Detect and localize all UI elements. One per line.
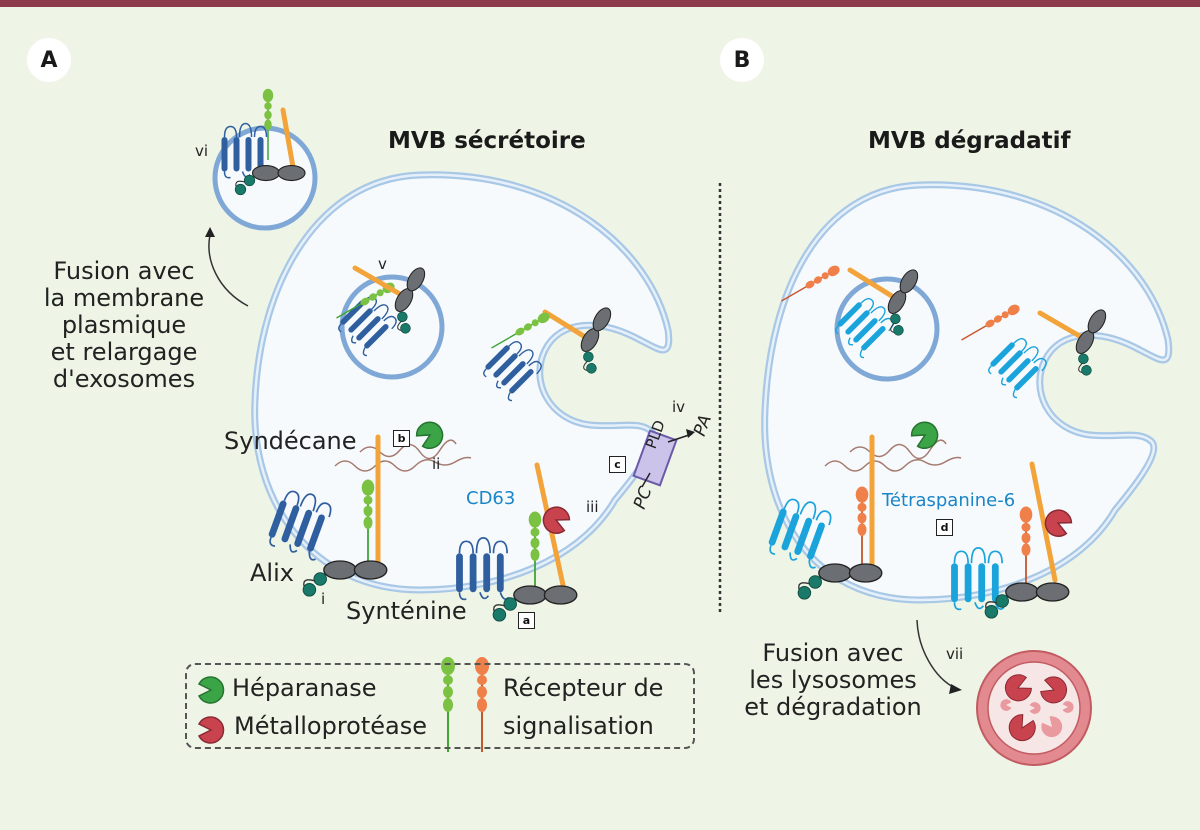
marker-box-a: a — [518, 612, 535, 629]
marker-i: i — [321, 590, 326, 608]
panel-b-title: MVB dégradatif — [868, 128, 1071, 154]
fusion-membrane-line-2: la membrane — [43, 283, 205, 312]
cd63-label: CD63 — [466, 488, 516, 509]
alix-label: Alix — [250, 559, 294, 587]
fusion-membrane-line-4: et relargage — [50, 337, 198, 366]
legend-receptor-line2: signalisation — [503, 712, 654, 740]
legend-receptor-line1: Récepteur de — [503, 674, 664, 702]
fusion-membrane-line-3: plasmique — [61, 310, 187, 339]
marker-ii: ii — [432, 455, 441, 473]
legend-heparanase: Héparanase — [232, 674, 377, 702]
syndecan-complex — [264, 434, 472, 597]
marker-vii: vii — [946, 645, 964, 663]
fusion-membrane-line-1: Fusion avec — [53, 257, 195, 285]
panel-a-badge: A — [27, 38, 71, 82]
fusion-lysosomes-label: Fusion avec les lysosomes et dégradation — [728, 640, 938, 721]
fusion-arrow-b — [916, 619, 956, 689]
tetraspanine-label: Tétraspanine-6 — [882, 490, 1016, 511]
fusion-lysosomes-line-3: et dégradation — [744, 692, 922, 721]
fusion-membrane-line-5: d'exosomes — [52, 364, 196, 393]
legend-metalloprotease: Métalloprotéase — [234, 712, 428, 740]
lysosome — [976, 650, 1092, 766]
pld-enzyme — [632, 429, 678, 487]
marker-vi: vi — [195, 142, 209, 160]
tetraspanine6-complex — [950, 461, 1070, 619]
fusion-lysosomes-line-1: Fusion avec — [762, 639, 904, 667]
marker-box-d: d — [936, 519, 953, 536]
marker-v: v — [378, 255, 387, 273]
fusion-arrow-a — [208, 234, 249, 307]
panel-b-badge: B — [720, 38, 764, 82]
syntenine-label: Synténine — [346, 597, 467, 625]
syndecan-complex-b — [764, 434, 962, 600]
mvb-degradative-membrane — [761, 181, 1173, 604]
legend-box — [185, 663, 695, 749]
fusion-membrane-label: Fusion avec la membrane plasmique et rel… — [34, 258, 214, 392]
intraluminal-vesicle-b — [834, 276, 940, 382]
top-accent-bar — [0, 0, 1200, 7]
fusion-lysosomes-line-2: les lysosomes — [749, 665, 917, 694]
marker-iv: iv — [672, 398, 686, 416]
marker-box-b: b — [393, 430, 410, 447]
marker-box-c: c — [609, 456, 626, 473]
panel-a-title: MVB sécrétoire — [388, 128, 586, 154]
syndecane-label: Syndécane — [224, 427, 357, 455]
marker-iii: iii — [586, 498, 599, 516]
